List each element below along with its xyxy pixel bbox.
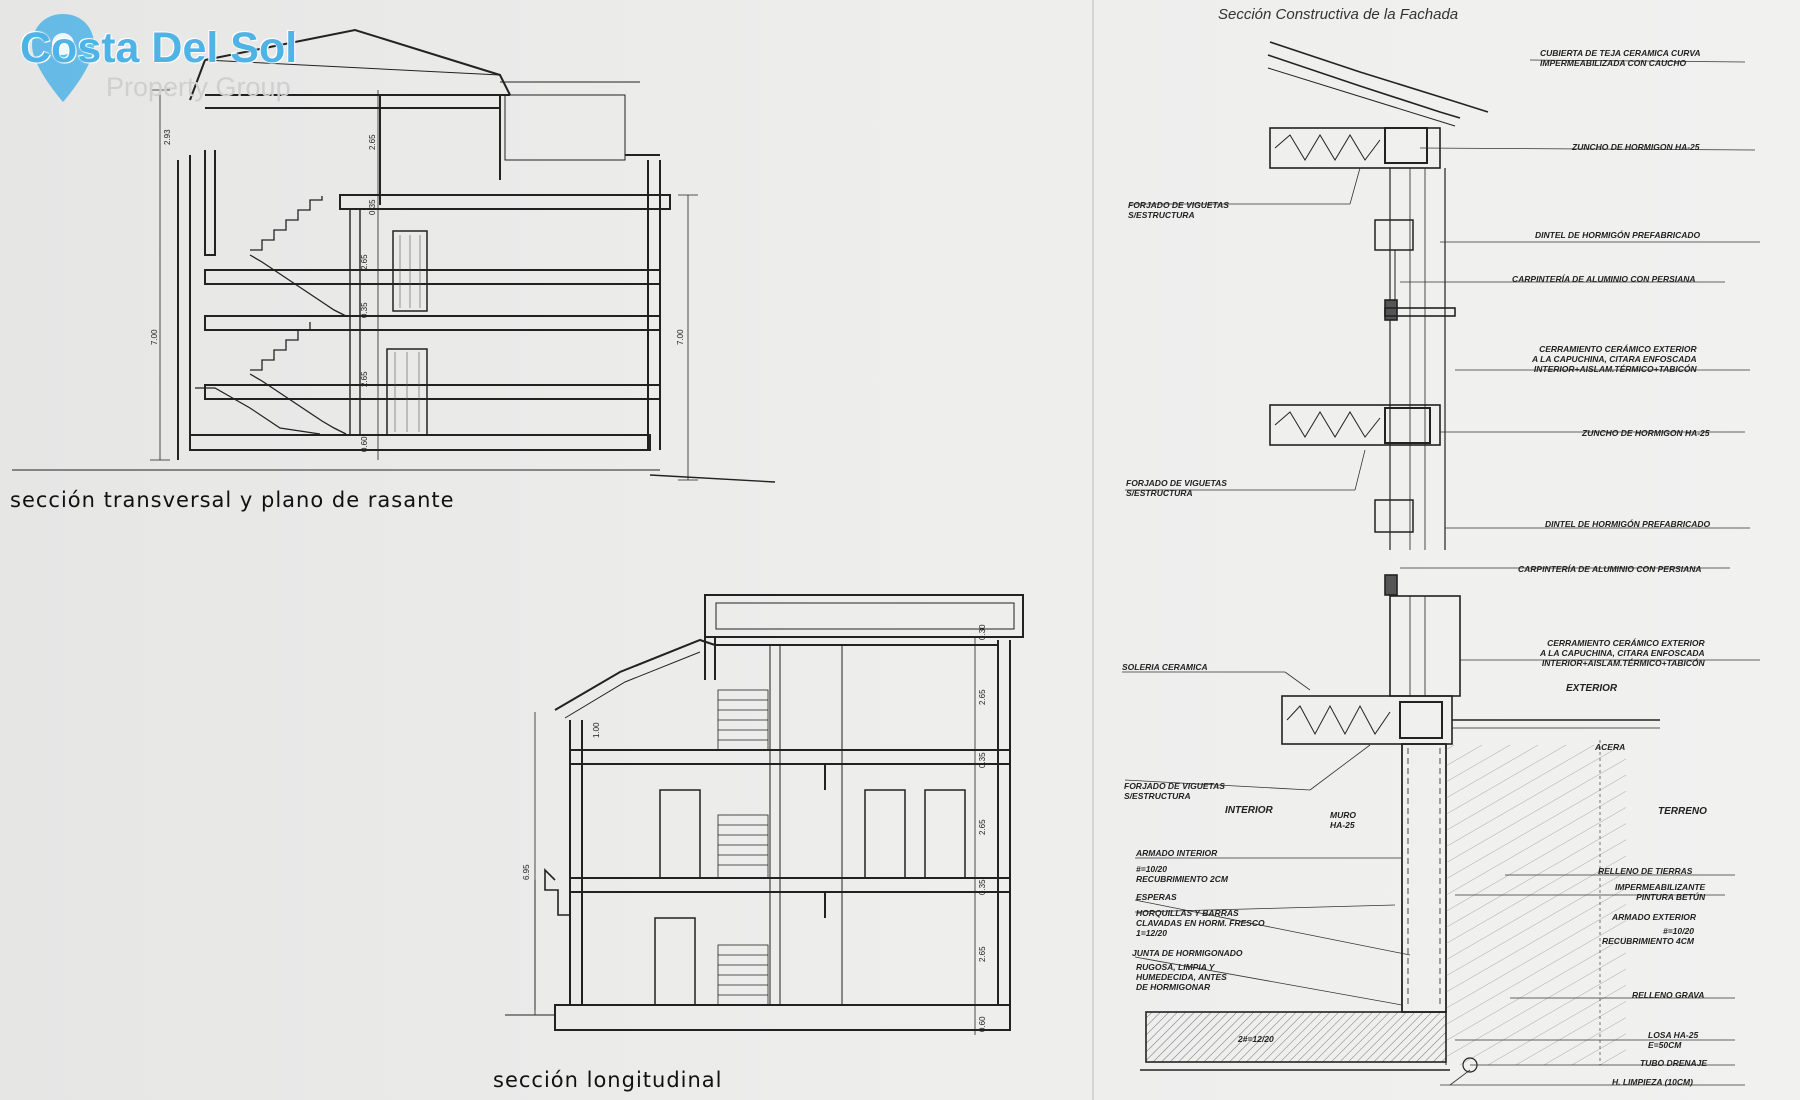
label-dintel-mid: DINTEL DE HORMIGÓN PREFABRICADO bbox=[1545, 519, 1711, 529]
dimension-label: 0.35 bbox=[978, 752, 987, 768]
label-muro: MURO HA-25 bbox=[1330, 810, 1356, 830]
label-forjado-mid: FORJADO DE VIGUETAS S/ESTRUCTURA bbox=[1126, 478, 1227, 498]
dimension-label: 2.65 bbox=[368, 134, 377, 150]
company-logo: Costa Del Sol Property Group bbox=[8, 12, 338, 122]
label-horquillas: HORQUILLAS Y BARRAS CLAVADAS EN HORM. FR… bbox=[1136, 908, 1265, 938]
label-junta: JUNTA DE HORMIGONADO bbox=[1132, 948, 1243, 958]
logo-brand-text: Costa Del Sol bbox=[20, 24, 298, 72]
label-forjado-low: FORJADO DE VIGUETAS S/ESTRUCTURA bbox=[1124, 781, 1225, 801]
dimension-label: 0.35 bbox=[368, 199, 377, 215]
dimension-label: 2.65 bbox=[360, 254, 369, 270]
longitudinal-section-drawing bbox=[505, 594, 1024, 1035]
label-armado-losa: 2#=12/20 bbox=[1238, 1034, 1274, 1044]
label-dintel-top: DINTEL DE HORMIGÓN PREFABRICADO bbox=[1535, 230, 1701, 240]
dimension-label: 0.60 bbox=[360, 436, 369, 452]
label-soleria: SOLERIA CERAMICA bbox=[1122, 662, 1208, 672]
dimension-label: 0.30 bbox=[978, 624, 987, 640]
dimension-label: 2.65 bbox=[978, 819, 987, 835]
label-interior: INTERIOR bbox=[1225, 805, 1273, 816]
cross-section-drawing bbox=[12, 28, 776, 483]
dimension-label: 6.95 bbox=[522, 864, 531, 880]
label-carpinteria-top: CARPINTERÍA DE ALUMINIO CON PERSIANA bbox=[1512, 274, 1696, 284]
dimension-label: 2.65 bbox=[978, 689, 987, 705]
facade-section-title: Sección Constructiva de la Fachada bbox=[1218, 6, 1459, 23]
label-losa: LOSA HA-25 e=50cm bbox=[1648, 1030, 1699, 1050]
label-carpinteria-mid: CARPINTERÍA DE ALUMINIO CON PERSIANA bbox=[1518, 564, 1702, 574]
label-limpieza: H. LIMPIEZA (10cm) bbox=[1612, 1077, 1693, 1087]
label-esperas: ESPERAS bbox=[1136, 892, 1177, 902]
dimension-label: 7.00 bbox=[676, 329, 685, 345]
facade-section-drawing bbox=[1140, 41, 1660, 1073]
dimension-label: 0.60 bbox=[978, 1016, 987, 1032]
label-cerramiento-top: CERRAMIENTO CERÁMICO EXTERIOR A LA CAPUC… bbox=[1532, 344, 1697, 374]
label-armado-exterior-spec: #=10/20 RECUBRIMIENTO 4cm bbox=[1602, 926, 1694, 946]
dimension-label: 2.65 bbox=[978, 946, 987, 962]
dimension-label: 0.35 bbox=[978, 879, 987, 895]
dimension-label: 1.00 bbox=[592, 722, 601, 738]
dimension-label: 2.93 bbox=[163, 129, 172, 145]
dimension-label: 2.65 bbox=[360, 371, 369, 387]
label-terreno: TERRENO bbox=[1658, 806, 1707, 817]
map-pin-icon bbox=[32, 14, 94, 102]
logo-tagline: Property Group bbox=[106, 72, 291, 102]
label-armado-interior-spec: #=10/20 RECUBRIMIENTO 2cm bbox=[1136, 864, 1228, 884]
label-zuncho-top: ZUNCHO DE HORMIGON HA-25 bbox=[1572, 142, 1700, 152]
label-armado-interior: ARMADO INTERIOR bbox=[1136, 848, 1218, 858]
label-junta-spec: RUGOSA, LIMPIA Y HUMEDECIDA, ANTES DE HO… bbox=[1136, 962, 1227, 992]
label-tubo: TUBO DRENAJE bbox=[1640, 1058, 1708, 1068]
label-relleno-grava: RELLENO GRAVA bbox=[1632, 990, 1705, 1000]
label-exterior: EXTERIOR bbox=[1566, 683, 1618, 694]
cross-section-title: sección transversal y plano de rasante bbox=[10, 488, 455, 512]
sheet-fold bbox=[1092, 0, 1094, 1100]
label-acera: ACERA bbox=[1595, 742, 1626, 752]
label-relleno-tierras: RELLENO DE TIERRAS bbox=[1598, 866, 1693, 876]
label-roof: CUBIERTA DE TEJA CERAMICA CURVA IMPERMEA… bbox=[1540, 48, 1701, 68]
leader-lines bbox=[1122, 59, 1760, 1086]
dimension-label: 7.00 bbox=[150, 329, 159, 345]
label-armado-exterior: ARMADO EXTERIOR bbox=[1612, 912, 1697, 922]
label-forjado-top: FORJADO DE VIGUETAS S/ESTRUCTURA bbox=[1128, 200, 1229, 220]
dimension-label: 0.35 bbox=[360, 302, 369, 318]
label-impermeabilizante: IMPERMEABILIZANTE PINTURA BETÚN bbox=[1615, 882, 1706, 902]
longitudinal-section-title: sección longitudinal bbox=[493, 1068, 723, 1092]
label-cerramiento-mid: CERRAMIENTO CERÁMICO EXTERIOR A LA CAPUC… bbox=[1540, 638, 1705, 668]
label-zuncho-mid: ZUNCHO DE HORMIGON HA-25 bbox=[1582, 428, 1710, 438]
